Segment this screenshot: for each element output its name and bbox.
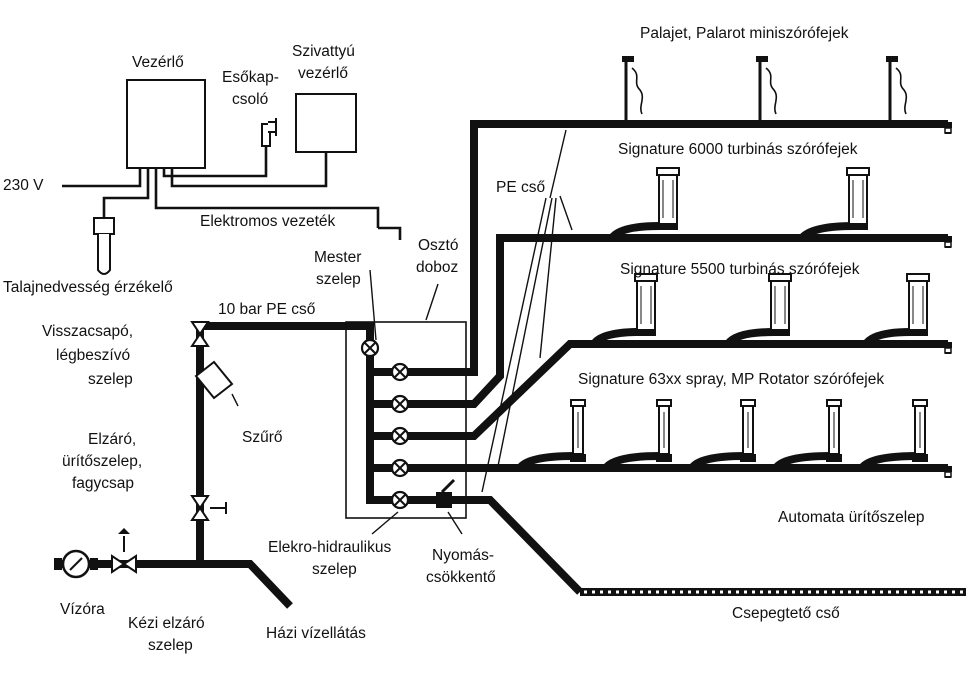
pressure-reducer-label-2: csökkentő: [426, 569, 496, 586]
turbine-head-icon: [634, 273, 658, 337]
water-meter-icon: [54, 549, 98, 579]
mini-sprinklers-label: Palajet, Palarot miniszórófejek: [640, 25, 849, 42]
mains-label: 230 V: [3, 177, 44, 194]
mini-sprinklers: [620, 54, 908, 122]
spray-head-icon: [655, 399, 673, 463]
filter-label: Szűrő: [242, 429, 283, 446]
drain-label-3: fagycsap: [72, 475, 134, 492]
drain-label-1: Elzáró,: [88, 431, 136, 448]
drain-label-2: ürítőszelep,: [62, 453, 142, 470]
solenoid-label-1: Elekro-hidraulikus: [268, 539, 391, 556]
pressure-reducer-leader: [447, 511, 463, 535]
manual-shutoff-valve-icon: [111, 528, 137, 573]
sig5500-heads: [590, 273, 930, 347]
turbine-head-icon: [906, 273, 930, 337]
turbine-head-icon: [656, 167, 680, 231]
manifold-leader: [425, 283, 439, 321]
controller-label: Vezérlő: [132, 54, 184, 71]
turbine-head-icon: [768, 273, 792, 337]
solenoid-label-2: szelep: [312, 561, 357, 578]
backflow-valve-icon: [191, 321, 209, 347]
zone-valve-3-icon: [390, 426, 410, 446]
pump-controller-box: [295, 93, 357, 153]
filter-icon: [194, 360, 239, 407]
sig6000-label: Signature 6000 turbinás szórófejek: [618, 141, 858, 158]
pump-controller-label-2: vezérlő: [298, 65, 348, 82]
master-valve-leader: [369, 269, 377, 341]
auto-drain-valve-icon: [943, 465, 953, 478]
sig63xx-heads: [516, 399, 929, 471]
zone-outlets: [370, 120, 948, 595]
rain-switch-label-2: csoló: [232, 91, 268, 108]
pe-pipe-leaders: [481, 129, 573, 493]
manifold-label-1: Osztó: [418, 237, 458, 254]
water-meter-label: Vízóra: [60, 601, 105, 618]
soil-moisture-sensor-icon: [93, 217, 115, 275]
pe-pipe-10bar-label: 10 bar PE cső: [218, 301, 315, 318]
drain-valve-icon: [191, 495, 209, 521]
controller-box: [126, 79, 206, 169]
house-supply-label: Házi vízellátás: [266, 625, 366, 642]
spray-head-icon: [911, 399, 929, 463]
spray-head-icon: [569, 399, 587, 463]
end-cap-icon: [943, 235, 953, 248]
master-valve-icon: [360, 338, 380, 358]
sig63xx-label: Signature 63xx spray, MP Rotator szórófe…: [578, 371, 884, 388]
auto-drain-label: Automata ürítőszelep: [778, 509, 924, 526]
master-valve-label-2: szelep: [316, 271, 361, 288]
master-valve-label-1: Mester: [314, 249, 361, 266]
backflow-label-3: szelep: [88, 371, 133, 388]
electric-wiring: [62, 146, 402, 240]
pe-pipe-label: PE cső: [496, 179, 545, 196]
mini-sprinkler-icon: [884, 54, 908, 122]
end-caps: [943, 121, 953, 478]
zone-valve-5-icon: [390, 490, 410, 510]
manual-shutoff-label-2: szelep: [148, 637, 193, 654]
solenoid-leader: [371, 511, 399, 535]
pump-controller-label-1: Szivattyú: [292, 43, 355, 60]
manifold-label-2: doboz: [416, 259, 458, 276]
manifold-box: [345, 321, 467, 519]
backflow-label-2: légbeszívó: [56, 347, 130, 364]
pressure-reducer-label-1: Nyomás-: [432, 547, 494, 564]
spray-head-icon: [825, 399, 843, 463]
turbine-head-icon: [846, 167, 870, 231]
sig6000-heads: [608, 167, 870, 241]
sig5500-label: Signature 5500 turbinás szórófejek: [620, 261, 860, 278]
mini-sprinkler-icon: [754, 54, 778, 122]
end-cap-icon: [943, 341, 953, 354]
zone-valve-4-icon: [390, 458, 410, 478]
manual-shutoff-label-1: Kézi elzáró: [128, 615, 205, 632]
spray-head-icon: [739, 399, 757, 463]
rain-switch-icon: [261, 118, 277, 147]
backflow-label-1: Visszacsapó,: [42, 323, 133, 340]
rain-switch-label-1: Esőkap-: [222, 69, 279, 86]
end-cap-icon: [943, 121, 953, 134]
electric-wire-label: Elektromos vezeték: [200, 213, 335, 230]
zone-valve-2-icon: [390, 394, 410, 414]
mini-sprinkler-icon: [620, 54, 644, 122]
pressure-reducer-icon: [436, 478, 456, 508]
soil-sensor-label: Talajnedvesség érzékelő: [3, 279, 173, 296]
drip-pipe-label: Csepegtető cső: [732, 605, 840, 622]
zone-valve-1-icon: [390, 362, 410, 382]
